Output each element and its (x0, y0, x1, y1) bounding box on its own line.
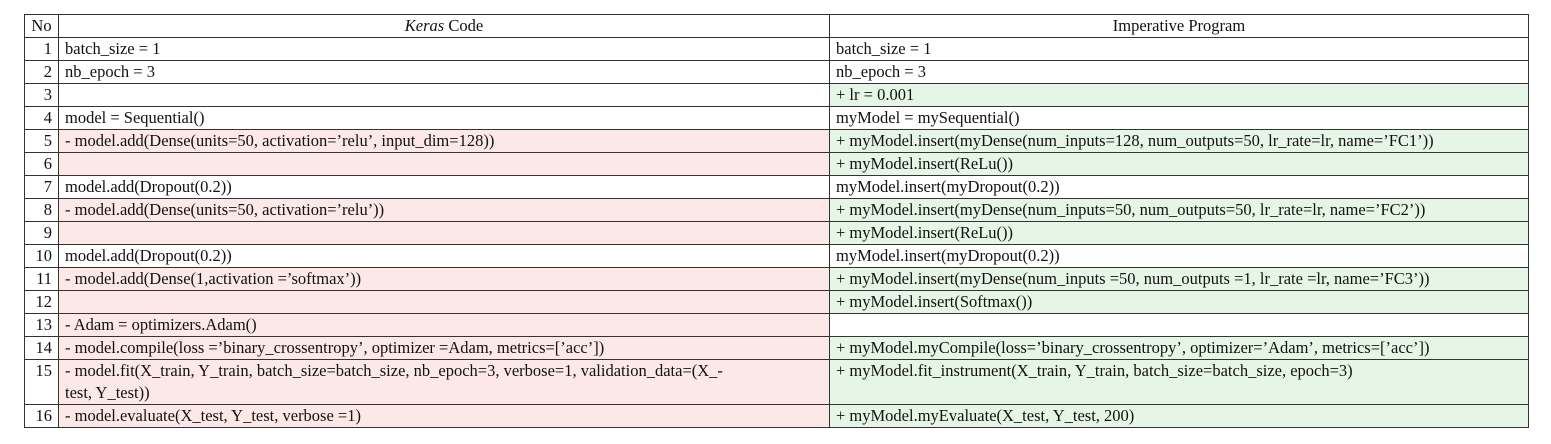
row-number: 2 (24, 60, 59, 84)
imperative-code-cell: + myModel.insert(myDense(num_inputs =50,… (829, 267, 1529, 291)
keras-code-cell: nb_epoch = 3 (58, 60, 830, 84)
table-row: 13- Adam = optimizers.Adam() (24, 313, 1529, 337)
row-number: 7 (24, 175, 59, 199)
imperative-code-cell: batch_size = 1 (829, 37, 1529, 61)
imperative-code-cell: + myModel.insert(ReLu()) (829, 221, 1529, 245)
table-row: 8- model.add(Dense(units=50, activation=… (24, 198, 1529, 222)
imperative-code-cell: nb_epoch = 3 (829, 60, 1529, 84)
header-keras-code: Keras Code (58, 14, 830, 38)
keras-code-cell: - model.add(Dense(units=50, activation=’… (58, 129, 830, 153)
keras-code-cell: - model.add(Dense(1,activation =’softmax… (58, 267, 830, 291)
row-number: 9 (24, 221, 59, 245)
keras-code-cell: batch_size = 1 (58, 37, 830, 61)
header-keras-italic: Keras (404, 16, 445, 35)
keras-code-cell: model = Sequential() (58, 106, 830, 130)
table-row: 6 + myModel.insert(ReLu()) (24, 152, 1529, 176)
row-number: 3 (24, 83, 59, 107)
keras-code-cell: - model.evaluate(X_test, Y_test, verbose… (58, 404, 830, 428)
row-number: 11 (24, 267, 59, 291)
keras-code-cell: model.add(Dropout(0.2)) (58, 244, 830, 268)
table-row: 9 + myModel.insert(ReLu()) (24, 221, 1529, 245)
table-row: 3 + lr = 0.001 (24, 83, 1529, 107)
imperative-code-cell: + myModel.insert(myDense(num_inputs=50, … (829, 198, 1529, 222)
keras-code-cell: model.add(Dropout(0.2)) (58, 175, 830, 199)
row-number: 4 (24, 106, 59, 130)
table-row: 5- model.add(Dense(units=50, activation=… (24, 129, 1529, 153)
keras-code-cell (58, 221, 830, 245)
row-number: 1 (24, 37, 59, 61)
keras-code-cell: - Adam = optimizers.Adam() (58, 313, 830, 337)
header-imperative-program: Imperative Program (829, 14, 1529, 38)
row-number: 15 (24, 359, 59, 405)
row-number: 6 (24, 152, 59, 176)
imperative-code-cell: + lr = 0.001 (829, 83, 1529, 107)
imperative-code-cell: myModel.insert(myDropout(0.2)) (829, 244, 1529, 268)
header-no: No (24, 14, 59, 38)
imperative-code-cell: + myModel.myEvaluate(X_test, Y_test, 200… (829, 404, 1529, 428)
row-number: 5 (24, 129, 59, 153)
imperative-code-cell: myModel.insert(myDropout(0.2)) (829, 175, 1529, 199)
row-number: 8 (24, 198, 59, 222)
imperative-code-cell: + myModel.insert(myDense(num_inputs=128,… (829, 129, 1529, 153)
keras-code-cell (58, 83, 830, 107)
imperative-code-cell: + myModel.fit_instrument(X_train, Y_trai… (829, 359, 1529, 405)
keras-code-cell (58, 290, 830, 314)
keras-code-cell: - model.add(Dense(units=50, activation=’… (58, 198, 830, 222)
table-row: 12 + myModel.insert(Softmax()) (24, 290, 1529, 314)
imperative-code-cell: + myModel.insert(ReLu()) (829, 152, 1529, 176)
imperative-code-cell: + myModel.myCompile(loss=’binary_crossen… (829, 336, 1529, 360)
row-number: 12 (24, 290, 59, 314)
row-number: 14 (24, 336, 59, 360)
row-number: 13 (24, 313, 59, 337)
keras-code-cell (58, 152, 830, 176)
keras-code-cell: - model.fit(X_train, Y_train, batch_size… (58, 359, 830, 405)
row-number: 16 (24, 404, 59, 428)
table-row: 15- model.fit(X_train, Y_train, batch_si… (24, 359, 1529, 405)
table-header-row: No Keras Code Imperative Program (24, 14, 1529, 38)
header-keras-rest: Code (444, 16, 484, 35)
imperative-code-cell: + myModel.insert(Softmax()) (829, 290, 1529, 314)
imperative-code-cell (829, 313, 1529, 337)
table-row: 11- model.add(Dense(1,activation =’softm… (24, 267, 1529, 291)
keras-code-cell: - model.compile(loss =’binary_crossentro… (58, 336, 830, 360)
row-number: 10 (24, 244, 59, 268)
table-row: 16- model.evaluate(X_test, Y_test, verbo… (24, 404, 1529, 428)
imperative-code-cell: myModel = mySequential() (829, 106, 1529, 130)
table-row: 14- model.compile(loss =’binary_crossent… (24, 336, 1529, 360)
